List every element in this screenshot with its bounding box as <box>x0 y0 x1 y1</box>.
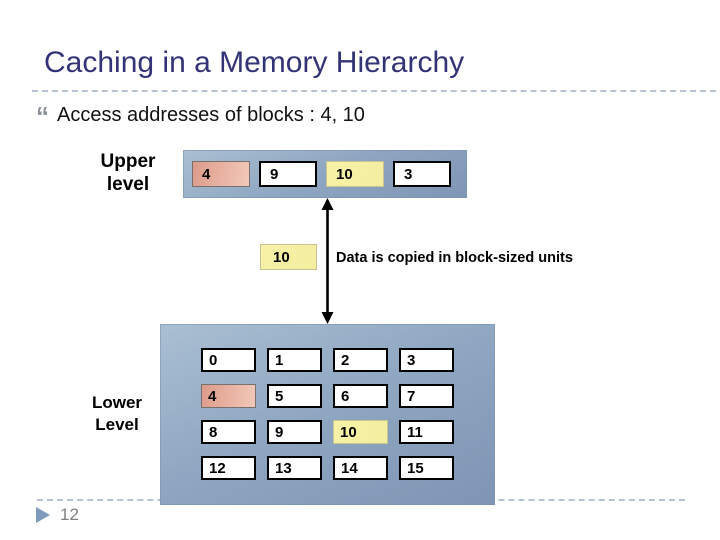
transfer-block-cell: 10 <box>260 244 317 270</box>
upper-memory-cell: 3 <box>393 161 451 187</box>
lower-memory-cell: 15 <box>399 456 454 480</box>
lower-memory-cell: 6 <box>333 384 388 408</box>
bullet-line: “ Access addresses of blocks : 4, 10 <box>36 101 365 131</box>
title-divider <box>32 90 716 92</box>
lower-memory-cell: 11 <box>399 420 454 444</box>
lower-memory-cell: 3 <box>399 348 454 372</box>
transfer-arrow-icon <box>321 198 334 324</box>
slide-footer-arrow-icon <box>36 507 50 523</box>
page-number: 12 <box>60 505 79 524</box>
page-title: Caching in a Memory Hierarchy <box>44 46 465 79</box>
lower-level-panel: 0 1 2 3 4 5 6 7 8 9 10 11 12 13 14 <box>160 324 495 505</box>
lower-memory-cell: 13 <box>267 456 322 480</box>
lower-memory-cell: 4 <box>201 384 256 408</box>
lower-memory-cell: 9 <box>267 420 322 444</box>
lower-memory-cell: 14 <box>333 456 388 480</box>
lower-memory-cell: 7 <box>399 384 454 408</box>
lower-memory-cell: 2 <box>333 348 388 372</box>
upper-memory-cell: 9 <box>259 161 317 187</box>
lower-memory-cell: 0 <box>201 348 256 372</box>
lower-memory-cell: 8 <box>201 420 256 444</box>
upper-memory-cell: 4 <box>192 161 250 187</box>
lower-memory-cell: 1 <box>267 348 322 372</box>
quote-bullet-icon: “ <box>36 101 49 131</box>
lower-level-label: Lower Level <box>91 393 143 434</box>
lower-memory-cell: 5 <box>267 384 322 408</box>
lower-memory-cell: 12 <box>201 456 256 480</box>
upper-level-label: Upper level <box>100 151 156 195</box>
upper-level-panel: 4 9 10 3 <box>183 150 467 198</box>
bullet-text: Access addresses of blocks : 4, 10 <box>57 104 365 126</box>
upper-memory-cell: 10 <box>326 161 384 187</box>
lower-memory-cell: 10 <box>333 420 388 444</box>
transfer-caption: Data is copied in block-sized units <box>336 250 573 266</box>
